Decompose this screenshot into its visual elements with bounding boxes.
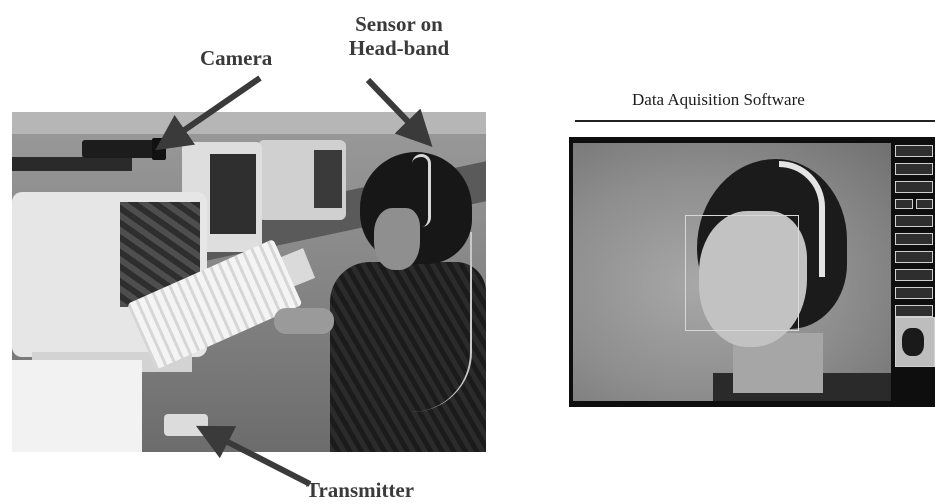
title-underline xyxy=(575,120,935,122)
control-button[interactable] xyxy=(895,305,933,317)
lab-setup-photo xyxy=(12,112,486,452)
back-monitor-screen xyxy=(314,150,342,208)
control-button-pair xyxy=(895,199,933,209)
sensor-label-line2: Head-band xyxy=(348,36,450,60)
control-button[interactable] xyxy=(895,269,933,281)
middle-monitor-screen xyxy=(210,154,256,234)
control-panel xyxy=(895,145,933,323)
sensor-label: Sensor on Head-band xyxy=(338,12,460,60)
control-button[interactable] xyxy=(915,199,933,209)
control-button[interactable] xyxy=(895,181,933,193)
transmitter-label: Transmitter xyxy=(306,478,415,502)
control-button[interactable] xyxy=(895,163,933,175)
transmitter-arrow xyxy=(195,425,312,487)
thumbnail-subject xyxy=(902,328,924,356)
software-title: Data Aquisition Software xyxy=(632,90,805,109)
head-band-sensor xyxy=(412,154,431,227)
person-hand xyxy=(274,308,334,334)
camera-shelf xyxy=(12,157,132,171)
control-button[interactable] xyxy=(895,215,933,227)
sensor-label-line1: Sensor on xyxy=(355,12,443,36)
camera-label: Camera xyxy=(200,46,273,70)
ceiling xyxy=(12,112,486,134)
camera-device xyxy=(82,140,162,158)
thumbnail-preview xyxy=(895,317,935,367)
control-button[interactable] xyxy=(895,145,933,157)
face-tracking-box xyxy=(685,215,799,331)
video-feed xyxy=(573,143,891,401)
control-button[interactable] xyxy=(895,199,913,209)
control-button[interactable] xyxy=(895,251,933,263)
control-button[interactable] xyxy=(895,233,933,245)
camera-arrow xyxy=(155,75,262,151)
software-window xyxy=(569,137,935,407)
sensor-cable xyxy=(400,232,472,412)
sensor-arrow xyxy=(365,77,433,147)
papers xyxy=(12,360,142,452)
control-button[interactable] xyxy=(895,287,933,299)
